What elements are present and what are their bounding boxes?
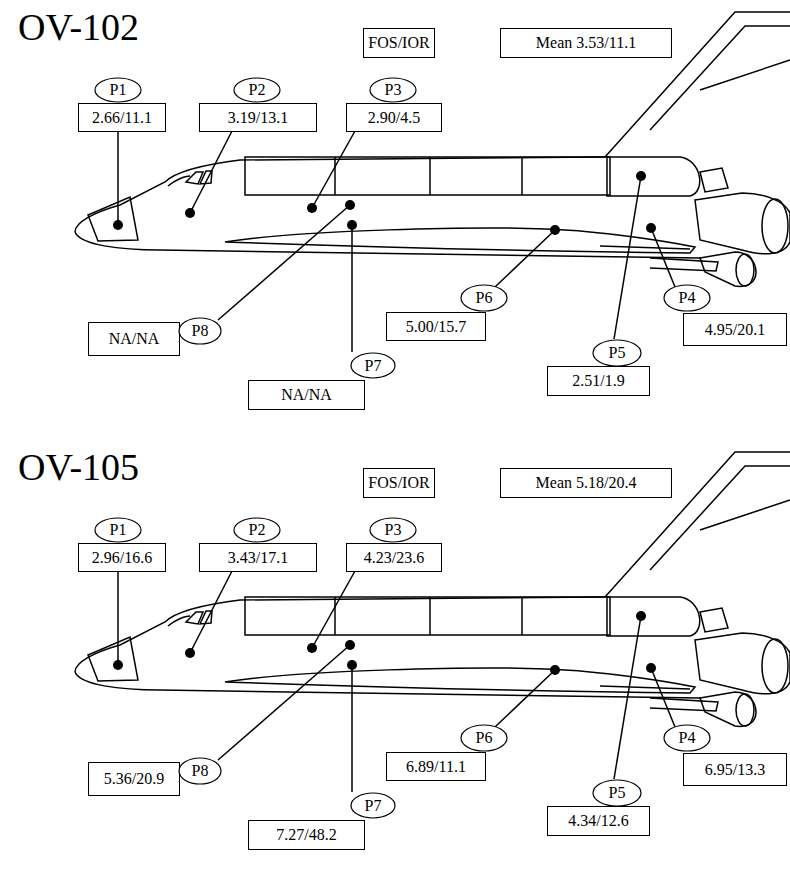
callout-label: P3 xyxy=(385,82,402,98)
value-text: 6.95/13.3 xyxy=(705,762,765,778)
value-box: 2.96/16.6 xyxy=(78,543,166,572)
callout-number: P4 xyxy=(663,284,711,312)
callout-number: P6 xyxy=(460,284,508,312)
callout-number: P2 xyxy=(233,77,281,103)
value-text: Mean 5.18/20.4 xyxy=(536,475,637,491)
value-text: 7.27/48.2 xyxy=(276,827,336,843)
value-box: 2.90/4.5 xyxy=(346,103,442,132)
value-text: 4.23/23.6 xyxy=(364,550,424,566)
callout-label: P8 xyxy=(192,323,209,339)
callout-label: P1 xyxy=(110,522,127,538)
callout-number: P3 xyxy=(369,77,417,103)
value-box: 4.23/23.6 xyxy=(346,543,442,572)
value-box: NA/NA xyxy=(88,322,180,356)
callout-label: P8 xyxy=(192,763,209,779)
orbiter-title: OV-105 xyxy=(18,448,139,486)
callout-number: P5 xyxy=(592,779,642,807)
value-text: 4.34/12.6 xyxy=(568,813,628,829)
callout-number: P4 xyxy=(663,724,711,752)
value-box: NA/NA xyxy=(248,380,365,410)
header-box: FOS/IOR xyxy=(363,468,434,498)
value-text: 2.96/16.6 xyxy=(92,550,152,566)
value-box: 4.34/12.6 xyxy=(547,806,650,836)
value-text: Mean 3.53/11.1 xyxy=(536,35,636,51)
value-text: 5.36/20.9 xyxy=(104,771,164,787)
value-text: 2.66/11.1 xyxy=(92,110,152,126)
header-box: FOS/IOR xyxy=(363,28,434,58)
callout-label: P7 xyxy=(365,798,382,814)
callout-label: P4 xyxy=(679,730,696,746)
callout-label: P2 xyxy=(249,522,266,538)
callout-number: P7 xyxy=(350,792,396,819)
callout-number: P2 xyxy=(233,517,281,543)
mean-box: Mean 3.53/11.1 xyxy=(500,28,672,58)
value-text: 2.90/4.5 xyxy=(368,110,420,126)
value-text: FOS/IOR xyxy=(368,475,429,491)
value-box: 5.36/20.9 xyxy=(88,762,180,796)
value-text: 3.43/17.1 xyxy=(228,550,288,566)
value-text: NA/NA xyxy=(109,331,160,347)
value-box: 2.51/1.9 xyxy=(547,366,650,396)
mean-box: Mean 5.18/20.4 xyxy=(500,468,672,498)
value-text: 3.19/13.1 xyxy=(228,110,288,126)
value-text: NA/NA xyxy=(281,387,332,403)
callout-label: P5 xyxy=(609,785,626,801)
callout-number: P5 xyxy=(592,339,642,367)
value-text: 2.51/1.9 xyxy=(572,373,624,389)
callout-number: P6 xyxy=(460,724,508,752)
orbiter-title: OV-102 xyxy=(18,8,139,46)
callout-label: P1 xyxy=(110,82,127,98)
callout-number: P8 xyxy=(178,317,222,345)
value-text: 4.95/20.1 xyxy=(705,322,765,338)
callout-label: P6 xyxy=(476,290,493,306)
value-text: FOS/IOR xyxy=(368,35,429,51)
value-box: 7.27/48.2 xyxy=(248,820,365,850)
callout-label: P4 xyxy=(679,290,696,306)
value-box: 5.00/15.7 xyxy=(386,312,486,341)
callout-number: P3 xyxy=(369,517,417,543)
value-box: 2.66/11.1 xyxy=(78,103,166,132)
value-box: 3.19/13.1 xyxy=(199,103,317,132)
callout-number: P1 xyxy=(94,517,142,543)
value-text: 5.00/15.7 xyxy=(406,319,466,335)
value-box: 6.89/11.1 xyxy=(386,752,486,781)
callout-label: P6 xyxy=(476,730,493,746)
callout-number: P7 xyxy=(350,352,396,379)
callout-number: P1 xyxy=(94,77,142,103)
callout-label: P3 xyxy=(385,522,402,538)
value-box: 4.95/20.1 xyxy=(683,313,787,346)
callout-label: P7 xyxy=(365,358,382,374)
value-text: 6.89/11.1 xyxy=(406,759,466,775)
callout-label: P5 xyxy=(609,345,626,361)
callout-label: P2 xyxy=(249,82,266,98)
value-box: 3.43/17.1 xyxy=(199,543,317,572)
callout-number: P8 xyxy=(178,757,222,785)
value-box: 6.95/13.3 xyxy=(683,753,787,786)
